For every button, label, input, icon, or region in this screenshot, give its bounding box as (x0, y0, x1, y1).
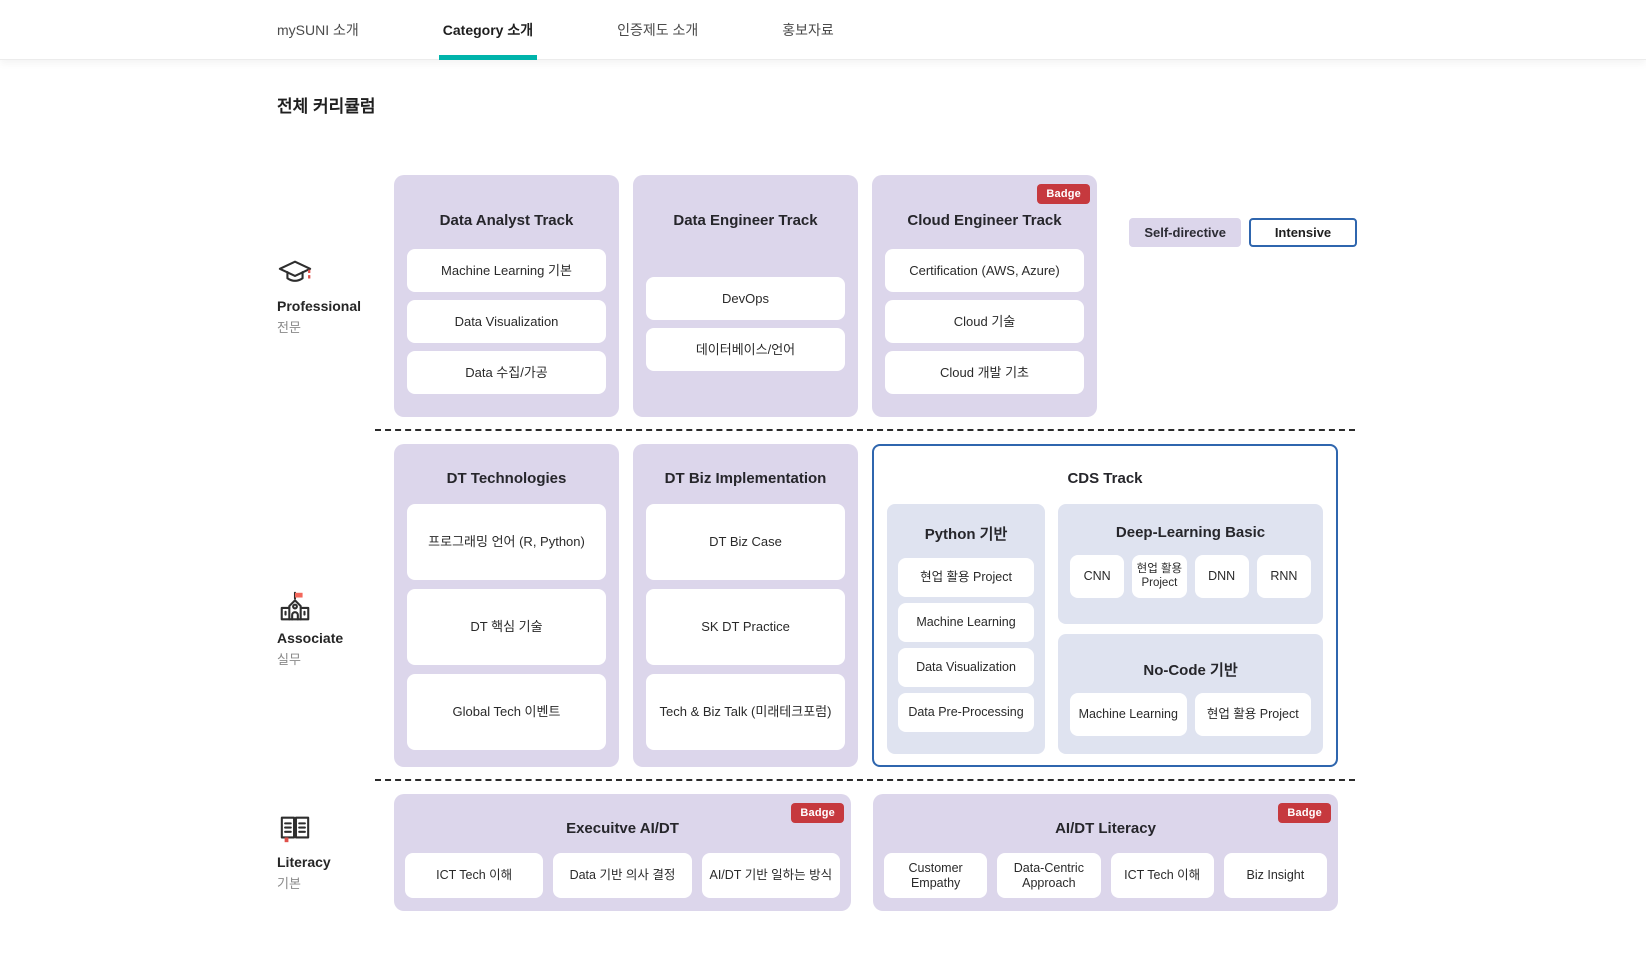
literacy-row: Literacy 기본 Badge Execuitve AI/DT ICT Te… (277, 794, 1357, 911)
cloud-engineer-track-card: Badge Cloud Engineer Track Certification… (872, 175, 1097, 417)
course-item: CNN (1070, 555, 1125, 598)
course-item: Machine Learning 기본 (407, 249, 606, 292)
deep-learning-panel: Deep-Learning Basic CNN 현업 활용 Project DN… (1058, 504, 1323, 624)
tab-category-intro[interactable]: Category 소개 (438, 0, 538, 60)
no-code-panel: No-Code 기반 Machine Learning 현업 활용 Projec… (1058, 634, 1323, 754)
course-item: Machine Learning (1070, 693, 1187, 736)
page-title: 전체 커리큘럼 (277, 97, 376, 116)
python-panel: Python 기반 현업 활용 Project Machine Learning… (887, 504, 1045, 754)
cds-track-card: CDS Track Python 기반 현업 활용 Project Machin… (872, 444, 1338, 767)
card-title: CDS Track (1067, 470, 1143, 487)
panel-title: Python 기반 (924, 526, 1008, 543)
dt-biz-implementation-card: DT Biz Implementation DT Biz Case SK DT … (633, 444, 858, 767)
course-item: Cloud 개발 기초 (885, 351, 1084, 394)
intensive-button[interactable]: Intensive (1249, 218, 1357, 247)
row-separator (375, 429, 1355, 431)
level-subtitle: 전문 (277, 319, 301, 335)
course-item: ICT Tech 이해 (1110, 853, 1214, 898)
course-item: Cloud 기술 (885, 300, 1084, 343)
associate-row: Associate 실무 DT Technologies 프로그래밍 언어 (R… (277, 444, 1357, 767)
course-item: Global Tech 이벤트 (407, 674, 606, 750)
course-item: Machine Learning (898, 603, 1034, 642)
professional-row: Professional 전문 Data Analyst Track Machi… (277, 175, 1357, 417)
row-separator (375, 779, 1355, 781)
open-book-icon (277, 813, 394, 847)
course-item: DT 핵심 기술 (407, 589, 606, 665)
badge-chip: Badge (1037, 184, 1090, 204)
panel-title: No-Code 기반 (1143, 662, 1238, 679)
course-item: AI/DT 기반 일하는 방식 (701, 853, 840, 898)
associate-level-label: Associate 실무 (277, 589, 394, 668)
course-item: Data 기반 의사 결정 (553, 853, 692, 898)
mode-toggle-group: Self-directive Intensive (1129, 218, 1357, 247)
course-item: Data-Centric Approach (997, 853, 1101, 898)
course-item: ICT Tech 이해 (405, 853, 544, 898)
course-item: DNN (1194, 555, 1249, 598)
tab-promo-materials[interactable]: 홍보자료 (782, 21, 834, 38)
aidt-literacy-card: Badge AI/DT Literacy Customer Empathy Da… (873, 794, 1338, 911)
panel-title: Deep-Learning Basic (1115, 524, 1266, 541)
level-subtitle: 실무 (277, 651, 301, 667)
literacy-level-label: Literacy 기본 (277, 813, 394, 892)
course-item: Tech & Biz Talk (미래테크포럼) (646, 674, 845, 750)
course-item: Data Visualization (898, 648, 1034, 687)
course-item: RNN (1256, 555, 1311, 598)
card-title: Execuitve AI/DT (566, 820, 679, 837)
card-title: Data Analyst Track (439, 212, 574, 229)
top-navigation: mySUNI 소개 Category 소개 인증제도 소개 홍보자료 (0, 0, 1646, 60)
card-title: Data Engineer Track (673, 212, 818, 229)
course-item: SK DT Practice (646, 589, 845, 665)
course-item: Biz Insight (1223, 853, 1327, 898)
course-item: 현업 활용 Project (898, 558, 1034, 597)
curriculum-grid: Professional 전문 Data Analyst Track Machi… (277, 175, 1357, 911)
graduation-cap-icon (277, 257, 394, 291)
level-subtitle: 기본 (277, 876, 301, 891)
dt-technologies-card: DT Technologies 프로그래밍 언어 (R, Python) DT … (394, 444, 619, 767)
self-directive-button[interactable]: Self-directive (1129, 218, 1241, 247)
course-item: DevOps (646, 277, 845, 320)
card-title: AI/DT Literacy (1055, 820, 1156, 837)
executive-aidt-card: Badge Execuitve AI/DT ICT Tech 이해 Data 기… (394, 794, 851, 911)
data-analyst-track-card: Data Analyst Track Machine Learning 기본 D… (394, 175, 619, 417)
badge-chip: Badge (791, 803, 844, 823)
course-item: 데이터베이스/언어 (646, 328, 845, 371)
badge-chip: Badge (1278, 803, 1331, 823)
card-title: DT Biz Implementation (664, 470, 827, 487)
school-icon (277, 589, 394, 623)
main-content: 전체 커리큘럼 Self-directive Intensive Profess… (0, 92, 1646, 911)
course-item: Customer Empathy (884, 853, 988, 898)
level-name: Literacy (277, 854, 331, 870)
course-item: Data 수집/가공 (407, 351, 606, 394)
tab-certification-intro[interactable]: 인증제도 소개 (617, 21, 699, 38)
card-title: Cloud Engineer Track (907, 212, 1062, 229)
professional-level-label: Professional 전문 (277, 257, 394, 336)
card-title: DT Technologies (446, 470, 567, 487)
course-item: 현업 활용 Project (1132, 555, 1187, 598)
course-item: 현업 활용 Project (1194, 693, 1311, 736)
course-item: Data Visualization (407, 300, 606, 343)
course-item: 프로그래밍 언어 (R, Python) (407, 504, 606, 580)
course-item: Certification (AWS, Azure) (885, 249, 1084, 292)
data-engineer-track-card: Data Engineer Track DevOps 데이터베이스/언어 (633, 175, 858, 417)
course-item: DT Biz Case (646, 504, 845, 580)
level-name: Professional (277, 297, 362, 314)
tab-mysuni-intro[interactable]: mySUNI 소개 (277, 21, 359, 38)
level-name: Associate (277, 629, 344, 646)
course-item: Data Pre-Processing (898, 693, 1034, 732)
